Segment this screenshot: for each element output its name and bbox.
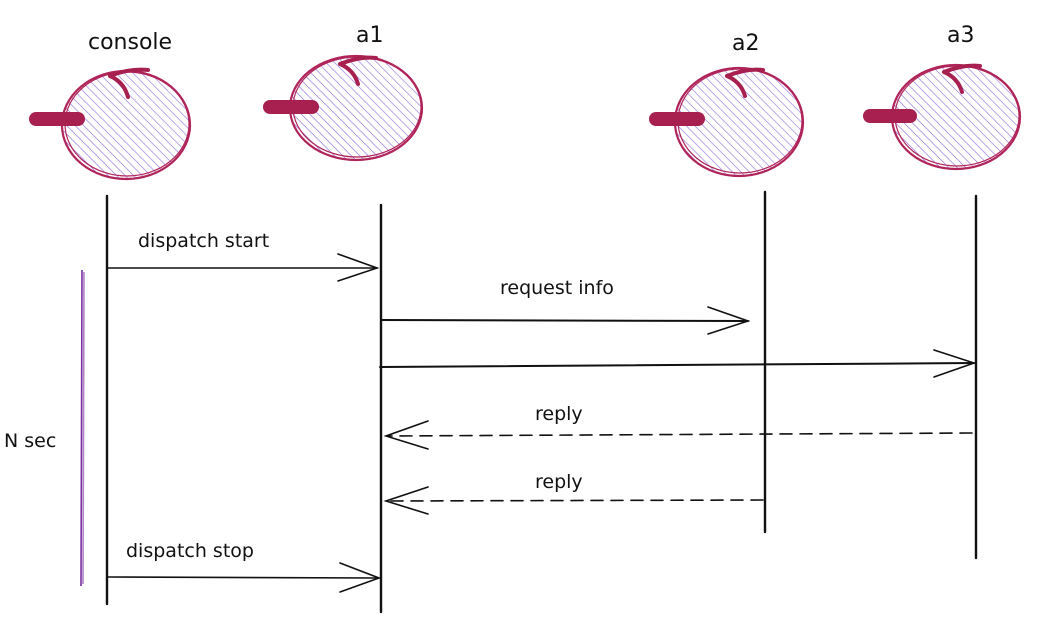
message-arrow-line [387, 432, 973, 437]
duration-label: N sec [4, 430, 56, 452]
message-label-dispatch-start: dispatch start [138, 230, 269, 252]
arrowhead-icon [933, 349, 977, 378]
message-arrow-line [381, 319, 749, 322]
arrowhead-icon [707, 306, 751, 335]
arrowhead-icon [383, 420, 429, 450]
arrowhead-icon [339, 562, 382, 593]
actor-console: console [29, 30, 192, 181]
actor-label-console: console [88, 30, 172, 55]
duration-bracket: N sec [4, 269, 85, 587]
message-request-info: request info [381, 277, 751, 335]
actor-a1: a1 [263, 23, 424, 162]
actor-a2: a2 [649, 31, 805, 178]
message-dispatch-start: dispatch start [107, 230, 380, 282]
actor-label-a2: a2 [732, 31, 759, 56]
actor-icon-a1 [263, 54, 424, 162]
message-reply-a2: reply [383, 471, 764, 515]
actor-icon-a2 [649, 66, 805, 178]
message-label-reply-a3: reply [535, 403, 583, 425]
message-arrow-line [389, 499, 764, 502]
message-arrow-line [107, 576, 380, 579]
message-label-dispatch-stop: dispatch stop [126, 540, 254, 562]
actor-label-a3: a3 [947, 23, 974, 48]
message-a1-to-a3 [379, 349, 977, 378]
arrowhead-icon [383, 486, 429, 515]
message-dispatch-stop: dispatch stop [107, 540, 382, 593]
message-label-reply-a2: reply [535, 471, 583, 493]
message-arrow-line [379, 362, 975, 368]
actor-label-a1: a1 [356, 23, 383, 48]
message-reply-a3: reply [383, 403, 973, 450]
arrowhead-icon [337, 253, 380, 282]
actor-a3: a3 [863, 23, 1022, 171]
actor-icon-console [29, 67, 192, 181]
duration-bracket-line [80, 269, 83, 587]
message-label-request-info: request info [500, 277, 614, 299]
actor-icon-a3 [863, 63, 1022, 171]
